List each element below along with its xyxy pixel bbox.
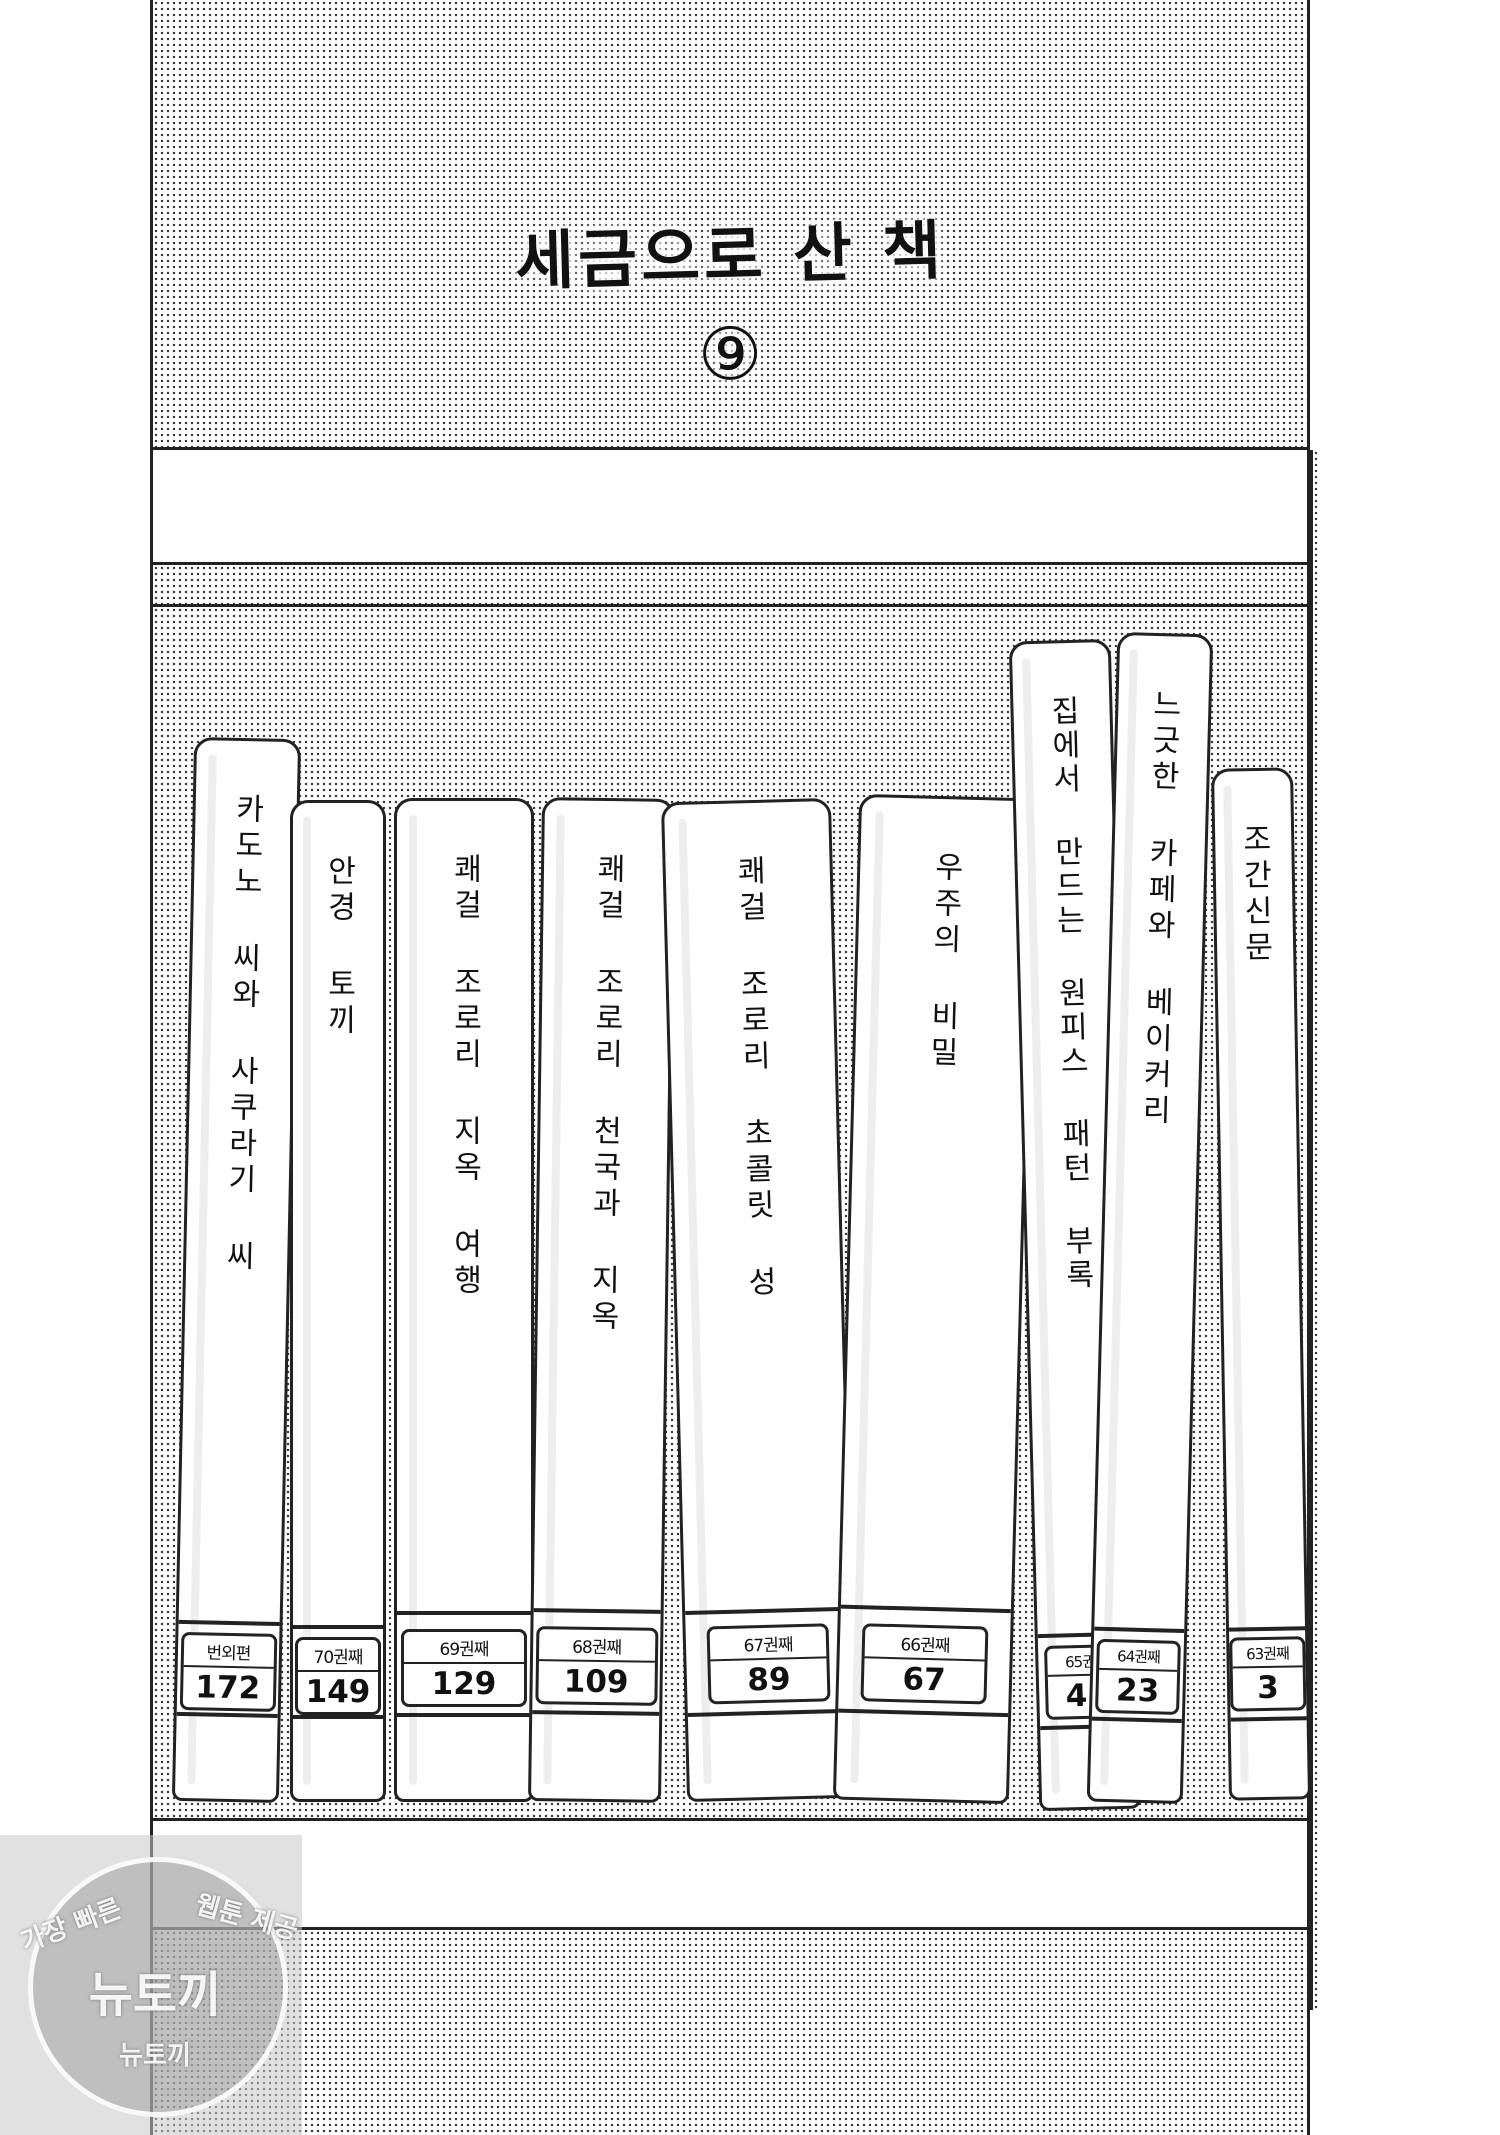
volume-number: 번외편: [183, 1634, 274, 1669]
volume-label: 66권째 67: [860, 1623, 989, 1705]
wall-background-bottom: [150, 1930, 1310, 2135]
volume-number: 68권째: [538, 1629, 655, 1663]
book-spine[interactable]: 쾌걸 조로리 지옥 여행 69권째 129: [394, 798, 534, 1802]
watermark-text-main: 뉴토끼: [88, 1967, 222, 2023]
page-number: 149: [305, 1674, 371, 1710]
volume-number: 66권째: [864, 1626, 986, 1662]
page-number: 172: [195, 1669, 261, 1707]
shelf-bottom-board: [150, 1818, 1310, 1930]
volume-number: 67권째: [709, 1626, 827, 1662]
chapter-number: ⑨: [697, 312, 763, 396]
wall-background: [150, 0, 1310, 450]
volume-label: 번외편 172: [179, 1631, 277, 1712]
volume-label: 63권째 3: [1229, 1636, 1307, 1712]
book-spine[interactable]: 카도노 씨와 사쿠라기 씨 번외편 172: [171, 736, 302, 1804]
book-spine[interactable]: 쾌걸 조로리 천국과 지옥 68권째 109: [527, 797, 676, 1803]
book-title: 조간신문: [1235, 822, 1274, 968]
page-number: 89: [746, 1661, 791, 1699]
page-number: 23: [1115, 1672, 1160, 1710]
watermark-text-sub: 뉴토끼: [119, 2041, 191, 2071]
page-number: 109: [563, 1663, 629, 1701]
volume-number: 63권째: [1232, 1639, 1303, 1669]
book-title: 우주의 비밀: [922, 850, 964, 1073]
book-title: 안경 토끼: [321, 855, 356, 1040]
book-title: 집에서 만드는 원피스 패턴 부록: [1044, 694, 1095, 1294]
volume-label: 67권째 89: [706, 1623, 831, 1705]
volume-label: 64권째 23: [1095, 1638, 1181, 1715]
volume-label: 68권째 109: [534, 1626, 658, 1706]
book-title: 쾌걸 조로리 초콜릿 성: [730, 854, 778, 1303]
book-title: 느긋한 카페와 베이커리: [1135, 687, 1182, 1131]
page-number: 129: [431, 1666, 497, 1702]
volume-number: 64권째: [1099, 1641, 1178, 1672]
book-spine[interactable]: 쾌걸 조로리 초콜릿 성 67권째 89: [660, 797, 858, 1803]
shelf-side: [1310, 450, 1320, 2010]
watermark-logo: 가장 빠른 웹툰 제공 뉴토끼 뉴토끼: [0, 1835, 302, 2135]
volume-label: 69권째 129: [401, 1629, 527, 1707]
volume-label: 70권째 149: [295, 1637, 381, 1715]
volume-number: 69권째: [404, 1632, 524, 1664]
page-number: 67: [901, 1661, 947, 1699]
book-spine[interactable]: 안경 토끼 70권째 149: [290, 800, 386, 1802]
page-number: 3: [1256, 1669, 1280, 1707]
book-title: 카도노 씨와 사쿠라기 씨: [219, 792, 265, 1277]
book-spine[interactable]: 우주의 비밀 66권째 67: [832, 793, 1036, 1805]
book-title: 쾌걸 조로리 지옥 여행: [447, 853, 482, 1300]
volume-number: 70권째: [298, 1640, 378, 1672]
shelf-top-lip: [150, 565, 1310, 607]
rabbit-badge-icon: [28, 1857, 288, 2117]
shelf-top-board: [150, 450, 1310, 565]
book-title: 쾌걸 조로리 천국과 지옥: [583, 852, 626, 1337]
